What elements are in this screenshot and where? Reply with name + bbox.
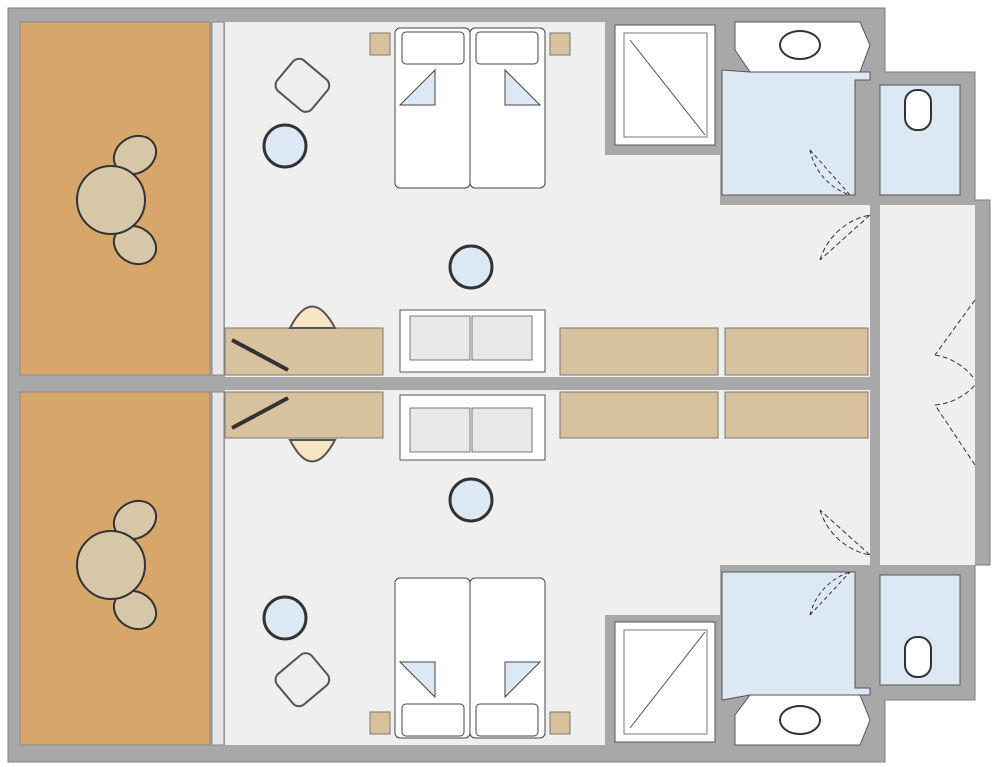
shower-drain-line: [629, 631, 706, 729]
armchairs: [274, 57, 337, 708]
wardrobes: [224, 327, 869, 439]
room-tables: [262, 123, 494, 641]
sofa-top: [399, 309, 546, 373]
door-swing-bath-top: [809, 149, 851, 196]
sink-icon: [779, 705, 821, 735]
toilet-icon: [904, 89, 932, 131]
window-wall-top: [211, 21, 225, 376]
bathroom-bottom: [721, 571, 871, 701]
sink-icon: [779, 30, 821, 60]
corridor-floor: [880, 205, 975, 565]
balcony-table-bottom: [76, 499, 158, 631]
bed-bottom: [369, 577, 571, 739]
room-top-floor: [225, 22, 870, 377]
shower-drain-line: [629, 39, 706, 136]
bed-top: [369, 27, 571, 189]
door-swing-entry-top: [819, 214, 871, 261]
door-swing-entry-bottom: [819, 509, 871, 556]
bathroom-top: [721, 69, 871, 196]
sofa-bottom: [399, 394, 546, 461]
door-swing-corridor: [934, 299, 976, 466]
room-bottom-floor: [225, 390, 870, 745]
toilet-icon: [904, 636, 932, 678]
door-swing-bath-bottom: [809, 571, 851, 616]
balcony-table-top: [76, 134, 158, 266]
window-wall-bottom: [211, 391, 225, 746]
